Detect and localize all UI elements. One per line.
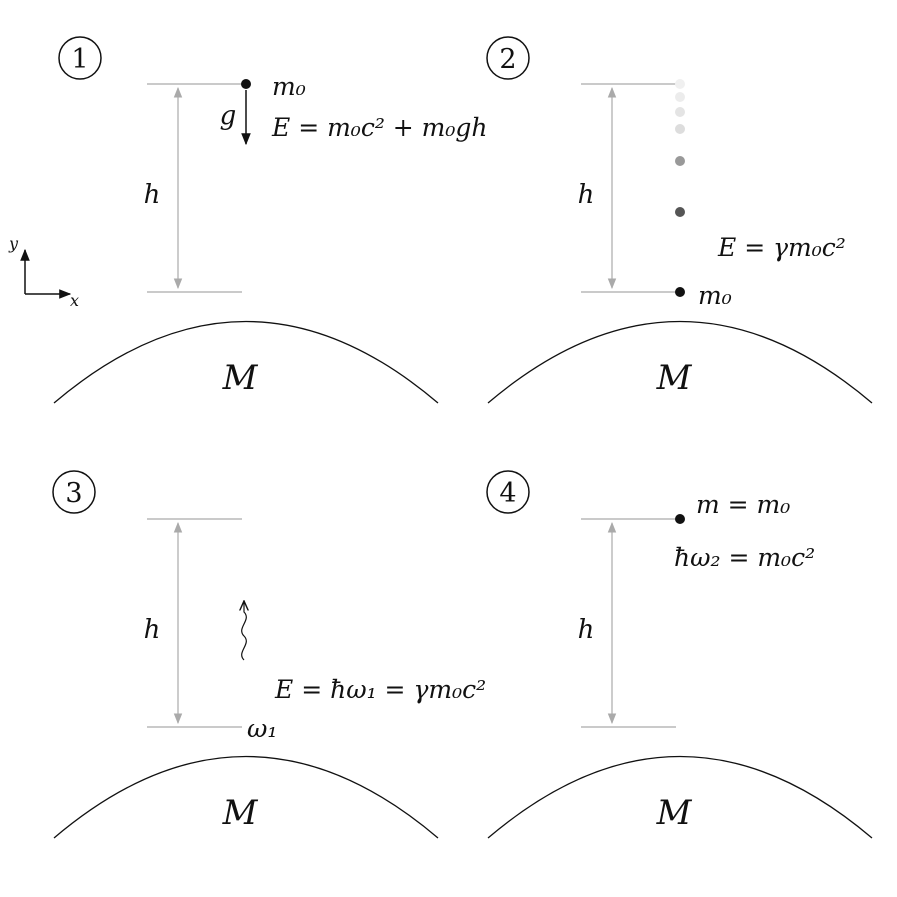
height-label: h xyxy=(578,615,595,645)
planet-surface xyxy=(487,755,873,839)
mass-dot xyxy=(675,287,685,297)
panel-3: 3 h E = ħω₁ = γm₀c² ω₁ M xyxy=(52,470,486,839)
mass-dot xyxy=(675,514,685,524)
gravity-label: g xyxy=(220,101,237,131)
panel-number: 3 xyxy=(65,478,82,509)
x-axis-label: x xyxy=(70,291,79,310)
planet-label: M xyxy=(222,358,259,398)
mass-label: m₀ xyxy=(698,281,732,310)
trail-dot xyxy=(675,92,685,102)
trail-dot xyxy=(675,79,685,89)
panel-number: 4 xyxy=(499,478,516,509)
coordinate-axes: y x xyxy=(8,234,79,310)
planet-label: M xyxy=(656,793,693,833)
height-label: h xyxy=(144,180,161,210)
mass-label: m = m₀ xyxy=(696,490,790,519)
panel-number: 2 xyxy=(499,44,516,75)
photon-wave-arrow xyxy=(242,602,247,661)
planet-surface xyxy=(487,320,873,404)
energy-label: E = m₀c² + m₀gh xyxy=(271,113,488,142)
planet-surface xyxy=(53,755,439,839)
energy-label: ħω₂ = m₀c² xyxy=(674,543,815,572)
panel-number-circle xyxy=(486,36,530,80)
energy-label: E = ħω₁ = γm₀c² xyxy=(274,675,486,704)
panel-number-circle xyxy=(58,36,102,80)
falling-mass-trail xyxy=(675,79,685,297)
trail-dot xyxy=(675,156,685,166)
trail-dot xyxy=(675,207,685,217)
frequency-label: ω₁ xyxy=(247,714,277,743)
panel-number: 1 xyxy=(71,44,88,75)
trail-dot xyxy=(675,124,685,134)
mass-dot xyxy=(241,79,251,89)
height-label: h xyxy=(578,180,595,210)
planet-label: M xyxy=(222,793,259,833)
panel-2: 2 h E = γm₀c² m₀ M xyxy=(486,36,873,404)
energy-label: E = γm₀c² xyxy=(717,233,846,262)
panel-number-circle xyxy=(52,470,96,514)
planet-surface xyxy=(53,320,439,404)
panel-1: 1 h g m₀ E = m₀c² + m₀gh y x M xyxy=(8,36,488,404)
y-axis-label: y xyxy=(8,234,19,253)
mass-label: m₀ xyxy=(272,72,306,101)
panel-number-circle xyxy=(486,470,530,514)
panel-4: 4 h m = m₀ ħω₂ = m₀c² M xyxy=(486,470,873,839)
trail-dot xyxy=(675,107,685,117)
planet-label: M xyxy=(656,358,693,398)
height-label: h xyxy=(144,615,161,645)
